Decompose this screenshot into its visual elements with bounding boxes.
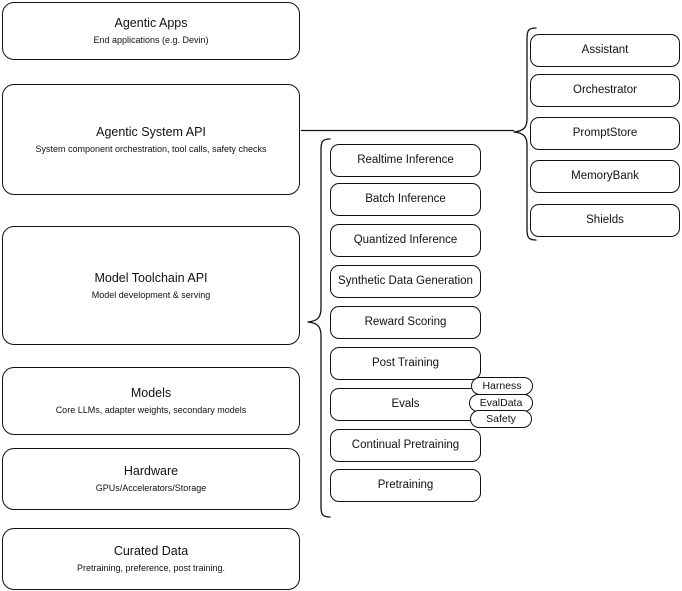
layer-subtitle: System component orchestration, tool cal… — [35, 143, 267, 154]
layer-subtitle: Model development & serving — [91, 289, 211, 300]
component-label: PromptStore — [572, 127, 638, 139]
capability-box-post-training[interactable]: Post Training — [330, 347, 481, 380]
component-box-orchestrator[interactable]: Orchestrator — [530, 74, 680, 107]
layer-subtitle: End applications (e.g. Devin) — [93, 35, 209, 45]
layer-title: Hardware — [123, 464, 179, 478]
layer-box-agentic-apps[interactable]: Agentic Apps End applications (e.g. Devi… — [2, 2, 300, 60]
capability-label: Quantized Inference — [353, 234, 458, 246]
layer-box-curated-data[interactable]: Curated Data Pretraining, preference, po… — [2, 528, 300, 590]
capability-label: Post Training — [371, 357, 440, 369]
capability-box-reward-scoring[interactable]: Reward Scoring — [330, 306, 481, 339]
component-label: Shields — [586, 214, 624, 226]
component-box-assistant[interactable]: Assistant — [530, 34, 680, 67]
capability-box-pretraining[interactable]: Pretraining — [330, 469, 481, 502]
layer-subtitle: Core LLMs, adapter weights, secondary mo… — [55, 405, 247, 415]
layer-box-model-toolchain-api[interactable]: Model Toolchain API Model development & … — [2, 226, 300, 345]
capability-label: Evals — [391, 398, 420, 410]
layer-box-models[interactable]: Models Core LLMs, adapter weights, secon… — [2, 367, 300, 435]
capability-label: Batch Inference — [365, 193, 446, 205]
component-box-shields[interactable]: Shields — [530, 204, 680, 237]
eval-badge-safety[interactable]: Safety — [470, 410, 532, 428]
capability-box-evals[interactable]: Evals — [330, 388, 481, 421]
component-box-memorybank[interactable]: MemoryBank — [530, 160, 680, 193]
eval-badge-evaldata[interactable]: EvalData — [469, 394, 533, 412]
capability-box-batch-inference[interactable]: Batch Inference — [330, 183, 481, 216]
capability-label: Pretraining — [377, 479, 434, 491]
layer-subtitle: Pretraining, preference, post training. — [76, 563, 226, 573]
component-label: Assistant — [581, 44, 629, 56]
layer-title: Model Toolchain API — [94, 270, 208, 285]
capability-label: Realtime Inference — [357, 154, 454, 166]
component-box-promptstore[interactable]: PromptStore — [530, 117, 680, 150]
layer-title: Models — [130, 386, 172, 400]
capability-label: Synthetic Data Generation — [338, 275, 473, 287]
layer-title: Curated Data — [113, 544, 189, 558]
curly-brace-system-components — [513, 27, 537, 241]
component-label: MemoryBank — [571, 170, 639, 182]
capability-box-continual-pretraining[interactable]: Continual Pretraining — [330, 429, 481, 462]
curly-brace-toolchain — [307, 138, 331, 518]
eval-badge-harness[interactable]: Harness — [471, 377, 533, 395]
layer-box-agentic-system-api[interactable]: Agentic System API System component orch… — [2, 84, 300, 195]
capability-label: Continual Pretraining — [351, 439, 460, 451]
capability-box-realtime-inference[interactable]: Realtime Inference — [330, 144, 481, 177]
layer-title: Agentic System API — [96, 124, 206, 139]
capability-label: Reward Scoring — [364, 316, 447, 328]
layer-title: Agentic Apps — [114, 16, 188, 30]
capability-box-quantized-inference[interactable]: Quantized Inference — [330, 224, 481, 257]
layer-box-hardware[interactable]: Hardware GPUs/Accelerators/Storage — [2, 448, 300, 510]
component-label: Orchestrator — [573, 84, 637, 96]
layer-subtitle: GPUs/Accelerators/Storage — [95, 483, 207, 493]
capability-box-synthetic-data-generation[interactable]: Synthetic Data Generation — [330, 265, 481, 298]
